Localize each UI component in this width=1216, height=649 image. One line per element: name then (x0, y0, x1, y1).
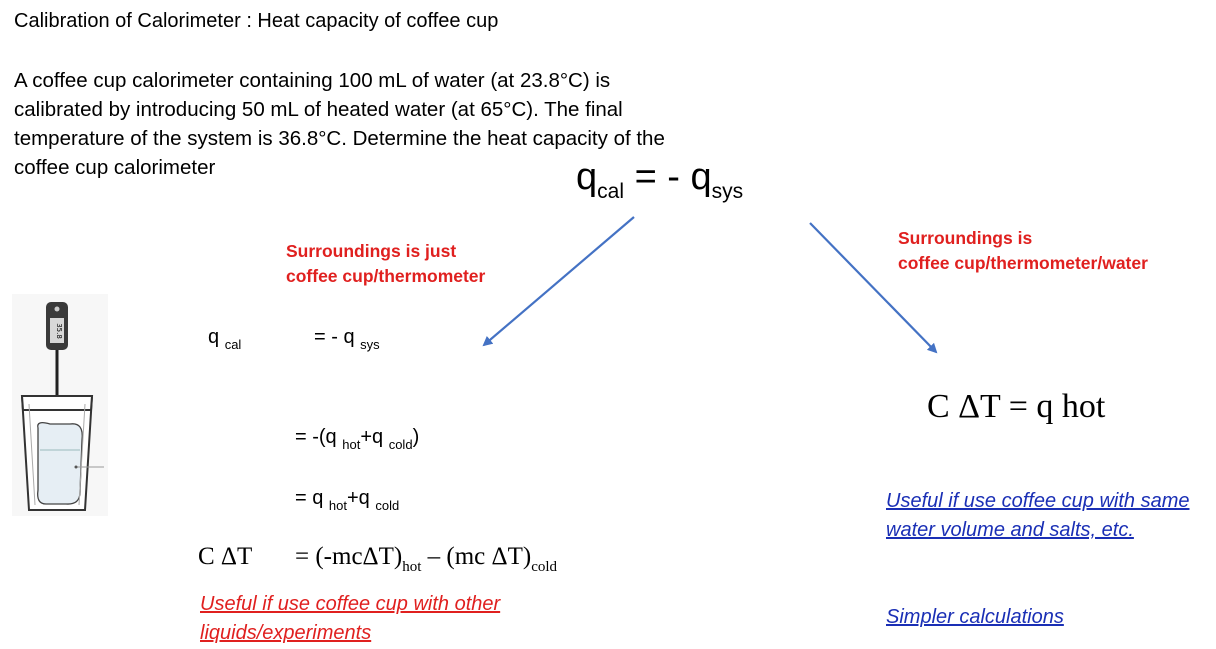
left-eq1-lhs: q cal (208, 326, 242, 352)
main-equation: qcal = - qsys (576, 156, 743, 203)
left-branch-arrow (482, 216, 635, 347)
page-title: Calibration of Calorimeter : Heat capaci… (14, 10, 499, 32)
main-eq-sys-sub: sys (711, 180, 744, 204)
left-eq1-rhs: = - q sys (314, 326, 380, 352)
left-branch-label: Surroundings is just coffee cup/thermome… (286, 241, 486, 286)
left-note-link[interactable]: Useful if use coffee cup with other liqu… (200, 593, 501, 644)
right-note-link[interactable]: Useful if use coffee cup with same water… (886, 490, 1190, 541)
left-eq3: = q hot+q cold (295, 487, 400, 513)
main-eq-q: q (576, 156, 598, 198)
right-branch-label: Surroundings is coffee cup/thermometer/w… (898, 228, 1148, 273)
right-branch-arrow (809, 222, 938, 354)
svg-text:35.8: 35.8 (55, 323, 63, 339)
right-equation: C ΔT = q hot (927, 388, 1106, 425)
left-eq2: = -(q hot+q cold) (295, 426, 420, 452)
main-eq-rhs: = - q (634, 156, 712, 198)
right-simpler-link[interactable]: Simpler calculations (886, 606, 1064, 628)
main-eq-cal-sub: cal (597, 180, 624, 204)
left-eq4-lhs: C ΔT (198, 543, 253, 570)
coffee-cup-thermometer-illustration: 35.8 (12, 294, 108, 516)
left-eq4-rhs: = (-mcΔT)hot – (mc ΔT)cold (295, 543, 558, 575)
problem-statement: A coffee cup calorimeter containing 100 … (14, 69, 665, 179)
